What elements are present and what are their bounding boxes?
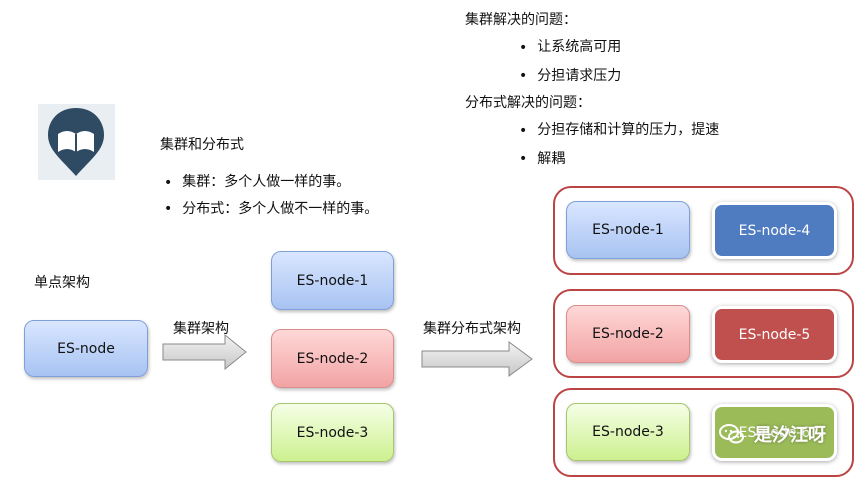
bullet-dot: • — [519, 39, 528, 56]
cluster-problem-1-text: 让系统高可用 — [537, 39, 622, 55]
right-es-node-4-label: ES-node-4 — [738, 222, 811, 239]
intro-bullets: • 集群：多个人做一样的事。 • 分布式：多个人做不一样的事。 — [164, 174, 378, 218]
intro-bullet-1-text: 集群：多个人做一样的事。 — [182, 174, 351, 190]
book-icon-container — [38, 104, 115, 180]
cluster-architecture-label: 集群架构 — [173, 321, 229, 337]
distributed-problem-2: • 解耦 — [519, 151, 719, 169]
right-arrow-icon — [421, 341, 533, 377]
right-es-node-3: ES-node-3 — [566, 403, 690, 461]
distributed-problems-title: 分布式解决的问题： — [465, 95, 591, 111]
bullet-dot: • — [519, 151, 528, 168]
cluster-problems-list: • 让系统高可用 • 分担请求压力 — [519, 39, 621, 85]
right-es-node-2-label: ES-node-2 — [592, 326, 664, 342]
distributed-problem-1: • 分担存储和计算的压力，提速 — [519, 122, 719, 140]
right-es-node-1: ES-node-1 — [566, 201, 690, 259]
single-es-node: ES-node — [24, 320, 148, 377]
right-es-node-5: ES-node-5 — [712, 306, 837, 363]
right-es-node-1-label: ES-node-1 — [592, 222, 664, 238]
intro-bullet-2: • 分布式：多个人做不一样的事。 — [164, 201, 378, 219]
cluster-problem-2-text: 分担请求压力 — [537, 67, 622, 84]
right-arrow-icon — [162, 334, 247, 370]
distributed-problem-1-text: 分担存储和计算的压力，提速 — [537, 122, 720, 138]
watermark-text: 是汐江呀 — [754, 425, 826, 446]
book-icon — [48, 108, 104, 176]
cluster-distributed-architecture-label: 集群分布式架构 — [423, 321, 521, 337]
cluster-es-node-1-label: ES-node-1 — [296, 272, 369, 289]
right-es-node-2: ES-node-2 — [566, 305, 690, 363]
intro-title: 集群和分布式 — [160, 137, 244, 153]
watermark: 是汐江呀 — [718, 421, 826, 447]
single-architecture-label: 单点架构 — [34, 275, 90, 291]
right-es-node-3-label: ES-node-3 — [592, 424, 664, 440]
cluster-problem-2: • 分担请求压力 — [519, 68, 621, 86]
wechat-icon — [719, 424, 744, 444]
single-es-node-label: ES-node — [57, 340, 115, 357]
shard-group-2 — [553, 289, 854, 378]
intro-bullet-1: • 集群：多个人做一样的事。 — [164, 174, 378, 192]
shard-group-3 — [553, 388, 854, 477]
intro-bullet-2-text: 分布式：多个人做不一样的事。 — [182, 200, 379, 217]
right-es-node-6-label: ES-node-6 — [738, 424, 811, 441]
cluster-es-node-2: ES-node-2 — [271, 329, 394, 388]
bullet-dot: • — [164, 174, 173, 191]
bullet-dot: • — [164, 201, 173, 218]
cluster-es-node-3: ES-node-3 — [271, 403, 394, 462]
bullet-dot: • — [519, 122, 528, 139]
cluster-problems-title: 集群解决的问题： — [465, 12, 577, 28]
distributed-problem-2-text: 解耦 — [537, 150, 566, 167]
right-es-node-4: ES-node-4 — [712, 202, 837, 259]
cluster-es-node-1: ES-node-1 — [271, 251, 394, 310]
right-es-node-5-label: ES-node-5 — [738, 326, 811, 343]
bullet-dot: • — [519, 68, 528, 85]
cluster-problem-1: • 让系统高可用 — [519, 39, 621, 57]
shard-group-1 — [553, 186, 854, 275]
cluster-es-node-3-label: ES-node-3 — [296, 424, 369, 441]
distributed-problems-list: • 分担存储和计算的压力，提速 • 解耦 — [519, 122, 719, 168]
cluster-es-node-2-label: ES-node-2 — [296, 350, 369, 367]
